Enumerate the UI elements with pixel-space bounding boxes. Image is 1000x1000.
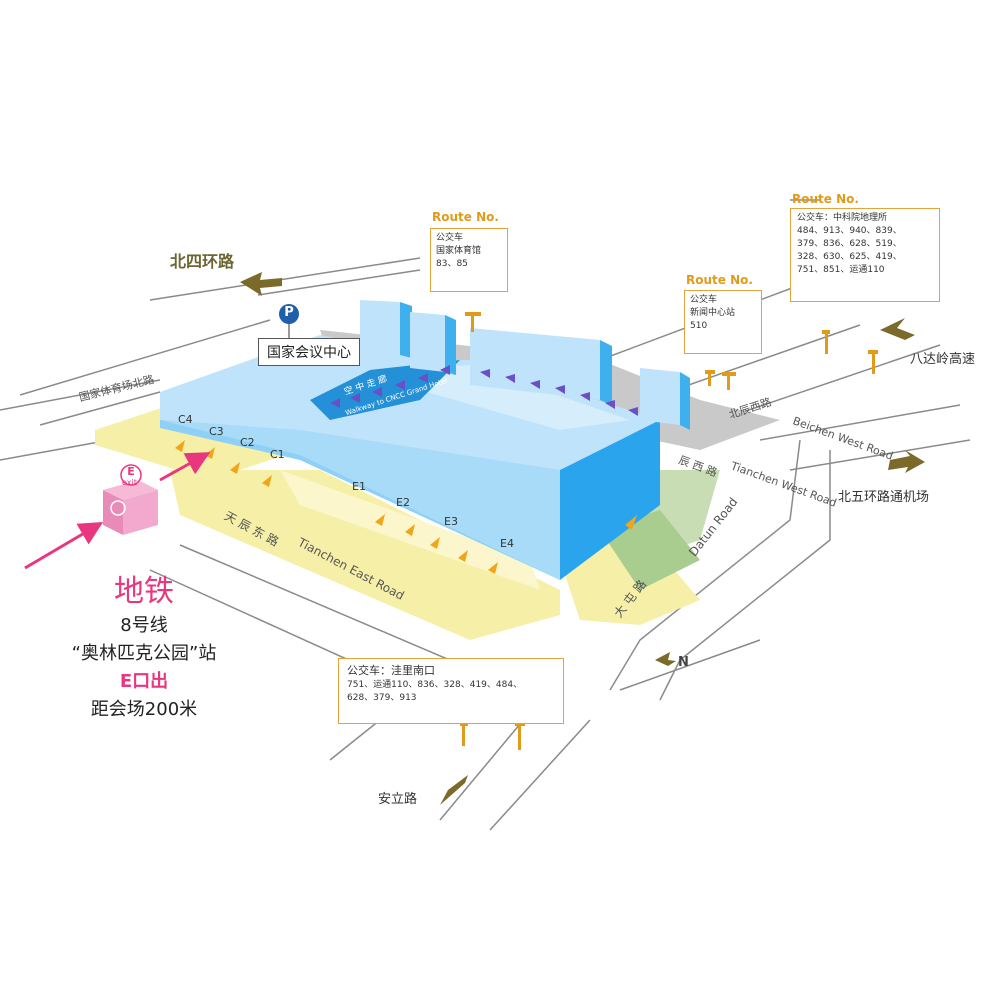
route-box-2: 公交车 新闻中心站 510 [684,290,762,354]
hall-c4: C4 [178,413,193,426]
metro-arrows [24,452,211,570]
exit-word: exit [122,478,137,487]
hall-e4: E4 [500,537,514,550]
hall-e1: E1 [352,480,366,493]
main-building [160,335,660,580]
exit-letter: E [127,465,135,478]
road-north-4th-ring: 北四环路 [170,252,235,271]
compass-north-label: N [678,655,689,670]
tower-blocks [360,300,690,430]
parking-pin [279,304,299,340]
metro-exit: E口出 [119,671,169,692]
hall-c3: C3 [209,425,224,438]
direction-arrows [240,272,925,805]
hall-c1: C1 [270,448,285,461]
route-box-1-line: 公交车 [436,233,464,243]
route-box-2-line: 公交车 [690,295,718,305]
metro-info: 地铁 8号线 “奥林匹克公园”站 E口出 距会场200米 [24,572,264,724]
walkway-arrows [330,365,638,416]
metro-station: “奥林匹克公园”站 [71,643,217,664]
parking-label: P [284,305,294,320]
route-box-4-line: 公交车：洼里南口 [347,664,435,677]
hall-c2: C2 [240,436,255,449]
route-box-3-line: 328、630、625、419、 [797,252,902,262]
route-box-1-line: 83、85 [436,259,468,269]
route-box-4-line: 628、379、913 [347,693,417,703]
metro-exit-box [103,464,158,535]
route-box-1: 公交车 国家体育馆 83、85 [430,228,508,292]
plazas [95,405,720,640]
route-box-1-line: 国家体育馆 [436,246,482,256]
bus-stops [460,312,878,750]
route-box-3-line: 484、913、940、839、 [797,226,902,236]
route-title-2: Route No. [686,273,753,287]
route-box-3-line: 379、836、628、519、 [797,239,902,249]
route-title-1: Route No. [432,210,499,224]
route-box-3: 公交车：中科院地理所 484、913、940、839、 379、836、628、… [790,208,940,302]
hall-e3: E3 [444,515,458,528]
venue-name-callout: 国家会议中心 [258,338,360,366]
hall-e2: E2 [396,496,410,509]
metro-line: 8号线 [120,615,168,636]
route-box-3-line: 751、851、运通110 [797,265,885,275]
metro-distance: 距会场200米 [90,699,198,720]
route-box-2-line: 新闻中心站 [690,308,736,318]
route-box-4-line: 751、运通110、836、328、419、484、 [347,680,523,690]
road-north-5th-airport: 北五环路通机场 [838,490,930,505]
road-badaling: 八达岭高速 [910,352,976,367]
road-anli: 安立路 [378,792,418,807]
route-box-4: 公交车：洼里南口 751、运通110、836、328、419、484、 628、… [338,658,564,724]
route-box-2-line: 510 [690,321,708,331]
route-title-3: Route No. [792,192,859,206]
metro-title: 地铁 [114,574,174,609]
route-box-3-line: 公交车：中科院地理所 [797,213,888,223]
venue-name: 国家会议中心 [267,345,351,361]
